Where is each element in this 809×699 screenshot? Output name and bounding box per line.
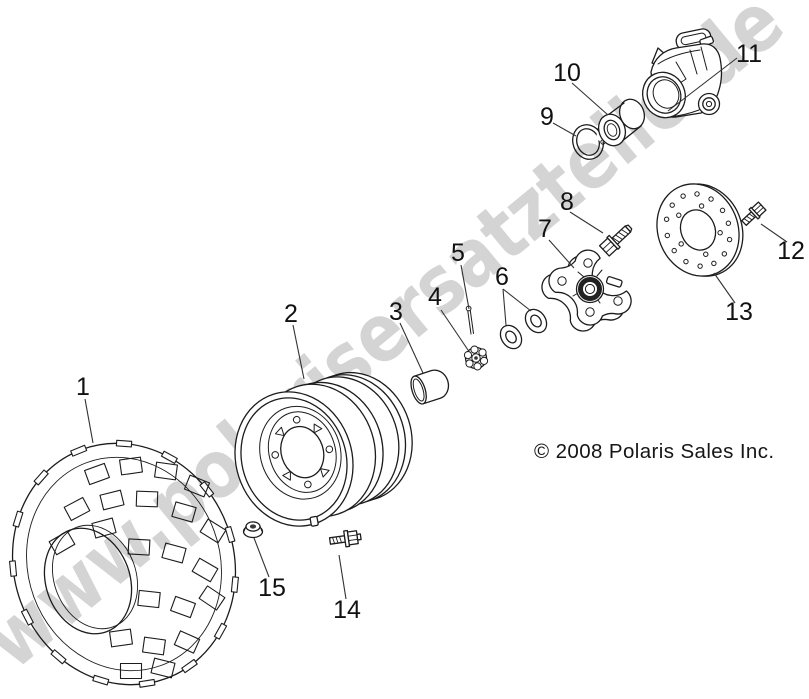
leader-line-2 bbox=[292, 324, 305, 380]
callouts: 1 2 3 4 5 6 7 8 9 10 11 12 13 14 15 bbox=[76, 40, 805, 624]
callout-11[interactable]: 11 bbox=[736, 40, 762, 68]
callout-10[interactable]: 10 bbox=[553, 59, 581, 87]
callout-5[interactable]: 5 bbox=[451, 239, 465, 267]
leader-line-5 bbox=[460, 264, 470, 310]
callout-3[interactable]: 3 bbox=[389, 298, 403, 326]
part-4-castle-nut bbox=[463, 345, 489, 371]
leader-line-6 bbox=[502, 288, 507, 326]
leader-line-12 bbox=[760, 223, 788, 243]
leader-lines bbox=[84, 57, 788, 600]
leader-line-14 bbox=[338, 554, 347, 600]
copyright-text: © 2008 Polaris Sales Inc. bbox=[534, 440, 774, 463]
part-1-tire bbox=[9, 439, 239, 688]
callout-6[interactable]: 6 bbox=[495, 263, 509, 291]
callout-9[interactable]: 9 bbox=[540, 103, 554, 131]
leader-line-7 bbox=[548, 239, 575, 269]
leader-line-6 bbox=[502, 288, 532, 312]
leader-line-4 bbox=[440, 309, 469, 351]
callout-14[interactable]: 14 bbox=[333, 596, 361, 624]
callout-13[interactable]: 13 bbox=[725, 298, 753, 326]
leader-line-15 bbox=[253, 537, 270, 578]
callout-7[interactable]: 7 bbox=[538, 215, 552, 243]
callout-1[interactable]: 1 bbox=[76, 373, 90, 401]
part-8-bolt bbox=[598, 224, 633, 257]
callout-8[interactable]: 8 bbox=[560, 188, 574, 216]
leader-line-11 bbox=[667, 57, 738, 112]
part-15-lug-nut bbox=[242, 521, 264, 539]
leader-line-3 bbox=[399, 322, 424, 374]
part-13-brake-disc bbox=[656, 183, 744, 277]
part-10-bearing bbox=[597, 98, 646, 147]
callout-12[interactable]: 12 bbox=[777, 237, 805, 265]
leader-line-13 bbox=[713, 272, 736, 304]
part-12-bolt bbox=[741, 201, 767, 226]
leader-line-8 bbox=[569, 211, 604, 234]
part-3-dust-cap bbox=[410, 369, 450, 405]
callout-2[interactable]: 2 bbox=[284, 300, 298, 328]
part-14-wheel-stud bbox=[328, 529, 362, 548]
leader-line-10 bbox=[571, 82, 609, 116]
part-11-bearing-carrier bbox=[642, 28, 723, 119]
leader-line-1 bbox=[84, 398, 94, 444]
part-2-wheel-rim bbox=[234, 371, 413, 527]
part-6-washers bbox=[499, 308, 548, 350]
part-7-wheel-hub bbox=[541, 249, 632, 332]
leader-line-9 bbox=[552, 122, 577, 137]
callout-4[interactable]: 4 bbox=[428, 283, 442, 311]
callout-15[interactable]: 15 bbox=[258, 574, 286, 602]
